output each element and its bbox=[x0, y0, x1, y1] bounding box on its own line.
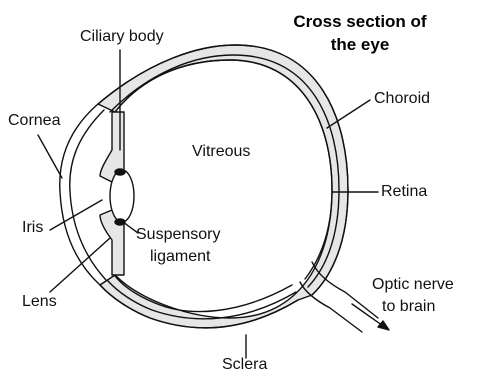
suspensory-ligament-upper bbox=[115, 169, 125, 175]
label-cornea: Cornea bbox=[8, 112, 60, 130]
label-choroid: Choroid bbox=[374, 90, 430, 108]
cornea-outer bbox=[60, 104, 100, 285]
retina-line bbox=[115, 60, 332, 279]
label-vitreous: Vitreous bbox=[192, 143, 250, 161]
label-suspensory-line-2: ligament bbox=[150, 248, 210, 266]
eye-wall-band bbox=[98, 45, 348, 328]
cornea-inner bbox=[70, 110, 106, 280]
label-optic-nerve-line-1: Optic nerve bbox=[372, 276, 454, 294]
diagram-title-line-2: the eye bbox=[268, 35, 452, 55]
label-iris: Iris bbox=[22, 219, 43, 237]
label-suspensory-line-1: Suspensory bbox=[136, 226, 221, 244]
label-sclera: Sclera bbox=[222, 356, 267, 374]
leader-cornea bbox=[38, 135, 62, 178]
label-lens: Lens bbox=[22, 293, 57, 311]
label-optic-nerve-line-2: to brain bbox=[382, 298, 435, 316]
lens-shape bbox=[110, 170, 134, 222]
diagram-title-line-1: Cross section of bbox=[268, 12, 452, 32]
label-ciliary-body: Ciliary body bbox=[80, 28, 164, 46]
label-retina: Retina bbox=[381, 183, 427, 201]
optic-arrow-head bbox=[378, 321, 389, 330]
